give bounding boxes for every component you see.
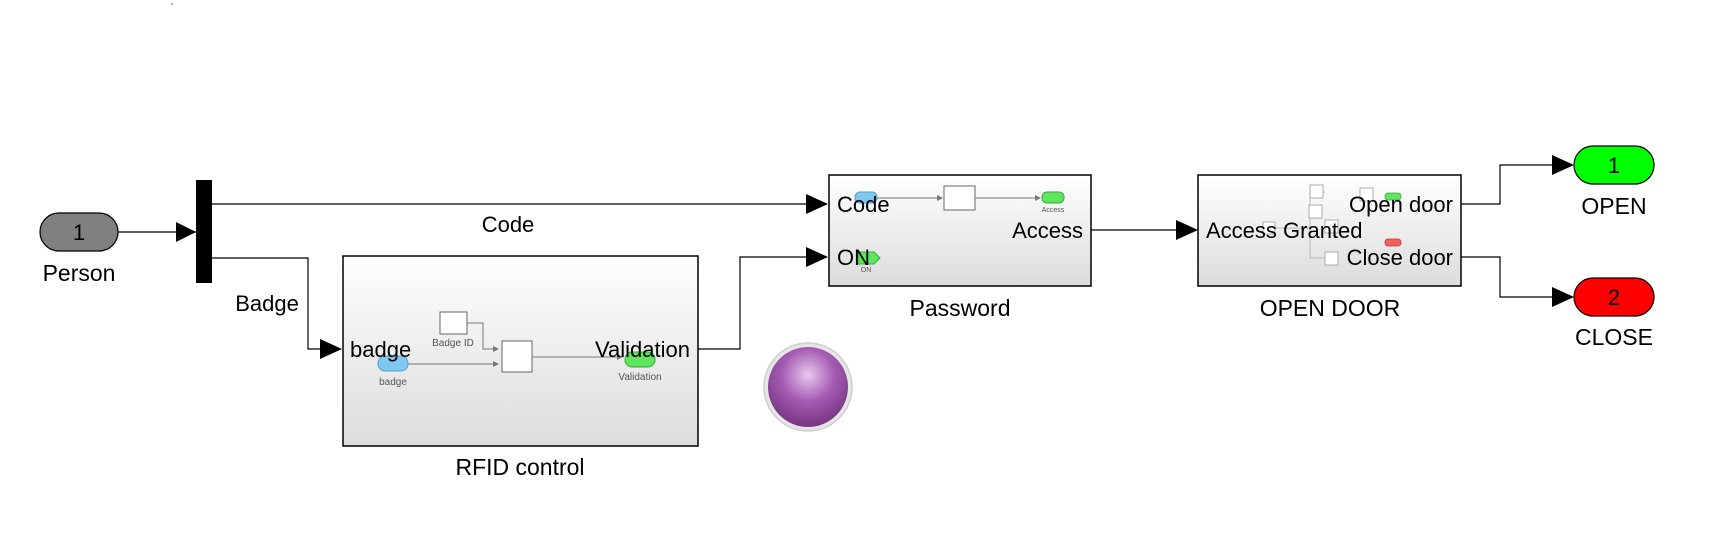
rfid-inner-constant-label: Badge ID (432, 338, 474, 349)
arrow-open-outport (1552, 155, 1574, 175)
rfid-inner-outport (624, 351, 656, 368)
password-inner-outport-label: Access (1042, 207, 1065, 214)
open-outport-number: 1 (1608, 153, 1620, 178)
password-port-code: Code (837, 192, 890, 217)
opendoor-inner-outport-1 (1384, 192, 1402, 201)
opendoor-inner-box-2 (1309, 184, 1324, 199)
rfid-control-block[interactable]: Badge ID badge Validation badge Validati… (342, 255, 699, 447)
close-outport-number: 2 (1608, 285, 1620, 310)
arrow-code-password (806, 194, 828, 214)
rfid-inner-inport-label: badge (379, 377, 407, 388)
open-outport[interactable]: 1 (1573, 145, 1655, 185)
lamp-indicator[interactable] (763, 342, 853, 432)
rfid-control-block-body[interactable] (342, 255, 699, 447)
signal-line-close[interactable] (1461, 256, 1552, 298)
opendoor-port-close-door: Close door (1347, 245, 1453, 270)
opendoor-port-access-granted: Access Granted (1206, 218, 1363, 243)
signal-line-validation[interactable] (698, 256, 824, 350)
opendoor-inner-box-5 (1324, 251, 1339, 266)
open-outport-label: OPEN (1581, 193, 1646, 219)
arrow-close-outport (1552, 287, 1574, 307)
person-inport-label: Person (43, 260, 116, 286)
password-port-access: Access (1012, 218, 1083, 243)
close-outport-shape[interactable] (1573, 277, 1655, 317)
demux-block[interactable] (196, 180, 212, 283)
rfid-inner-constant (439, 311, 468, 335)
signal-label-code: Code (482, 212, 535, 237)
opendoor-inner-box-3 (1308, 204, 1323, 219)
open-door-title: OPEN DOOR (1260, 295, 1401, 321)
password-inner-logic (943, 185, 976, 211)
arrow-person-demux (176, 222, 196, 242)
password-inner-outport (1041, 191, 1065, 204)
password-inner-on-label: ON (861, 267, 872, 274)
password-title: Password (910, 295, 1011, 321)
rfid-inner-line-1 (467, 322, 499, 352)
password-block[interactable]: Access ON Code ON Access (828, 174, 1092, 287)
rfid-port-validation: Validation (595, 337, 690, 362)
opendoor-port-open-door: Open door (1349, 192, 1453, 217)
signal-label-badge: Badge (235, 291, 299, 316)
person-inport-number: 1 (73, 220, 85, 245)
close-outport-label: CLOSE (1575, 324, 1653, 350)
opendoor-inner-outport-2 (1384, 238, 1402, 247)
rfid-control-title: RFID control (455, 454, 584, 480)
signal-line-badge[interactable] (212, 257, 322, 350)
password-inner-on-port (857, 251, 881, 265)
rfid-port-badge: badge (350, 337, 411, 362)
signal-line-open[interactable] (1461, 164, 1552, 205)
arrow-access-opendoor (1176, 220, 1198, 240)
opendoor-inner-line-2 (1309, 228, 1325, 259)
open-outport-shape[interactable] (1573, 145, 1655, 185)
rfid-inner-logic (501, 340, 533, 373)
close-outport[interactable]: 2 (1573, 277, 1655, 317)
person-inport[interactable]: 1 (39, 212, 119, 252)
canvas-dot (171, 3, 173, 5)
lamp-bulb[interactable] (768, 347, 848, 427)
opendoor-inner-box-6 (1359, 187, 1374, 202)
open-door-block[interactable]: Access Granted Open door Close door (1197, 174, 1462, 287)
arrow-validation-password (806, 247, 828, 267)
rfid-inner-outport-label: Validation (618, 372, 661, 383)
password-port-on: ON (837, 245, 870, 270)
opendoor-inner-box-4 (1324, 219, 1339, 234)
arrow-badge-rfid (320, 339, 342, 359)
